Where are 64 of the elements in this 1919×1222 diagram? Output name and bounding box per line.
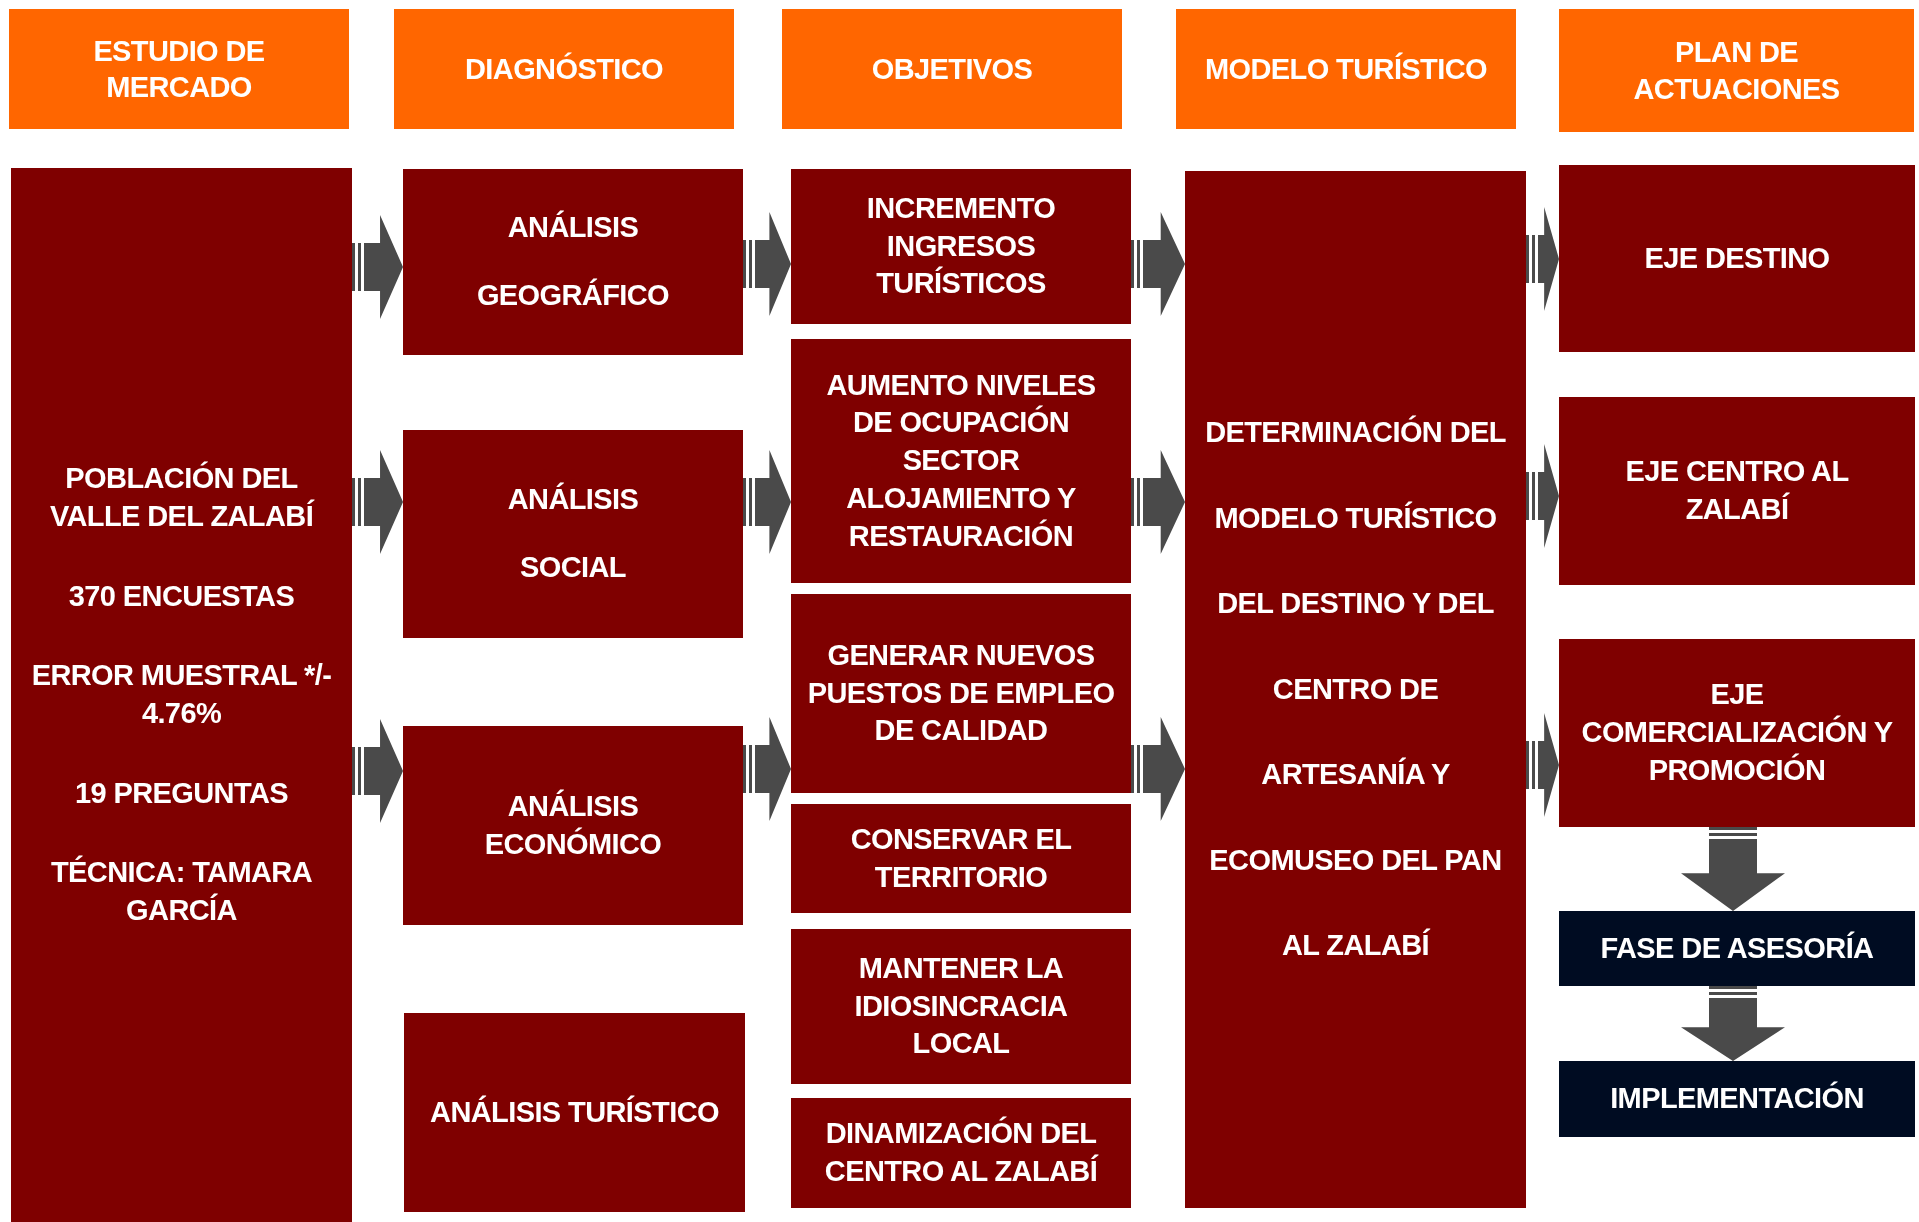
box-text: EJE DESTINO [1644,240,1830,276]
box-text: EJE CENTRO AL ZALABÍ [1624,454,1850,527]
box-text: TÉCNICA: TAMARA GARCÍA [49,854,314,929]
process-box [1559,165,1915,352]
process-box [1185,171,1526,1208]
phase-box [1559,911,1915,986]
block-arrow [352,719,403,823]
header-box [1559,9,1914,132]
block-arrow [352,215,403,319]
info-box [11,168,352,1222]
block-arrow [743,212,791,316]
header-box [1176,9,1516,129]
box-text: DINAMIZACIÓN DEL CENTRO AL ZALABÍ [823,1115,1100,1189]
process-box [403,169,743,355]
block-arrow [743,717,791,821]
box-text: INCREMENTO INGRESOS TURÍSTICOS [865,190,1057,302]
box-text: 19 PREGUNTAS [74,775,288,811]
box-text: ANÁLISIS [507,209,639,246]
box-text: IMPLEMENTACIÓN [1610,1080,1864,1117]
box-text: DETERMINACIÓN DEL MODELO TURÍSTICO DEL DESTINO Y DEL CENTRO DE ARTESANÍA Y ECOMUSEO DEL PAN AL ZALABÍ [1204,414,1507,964]
block-arrow [1681,827,1785,911]
box-text: ERROR MUESTRAL */- 4.76% [30,658,333,731]
block-arrow [1526,444,1559,548]
process-box [403,430,743,638]
box-text: SOCIAL [520,550,626,585]
block-arrow [1681,986,1785,1061]
process-box [1559,639,1915,827]
process-box [1559,397,1915,585]
box-text: POBLACIÓN DEL VALLE DEL ZALABÍ [48,460,316,534]
box-text: 370 ENCUESTAS [68,578,295,614]
header-box [9,9,349,129]
block-arrow [743,450,791,554]
box-text: GEOGRÁFICO [476,277,670,313]
process-box [791,804,1131,913]
box-text: CONSERVAR EL TERRITORIO [849,821,1073,895]
block-arrow [352,450,403,554]
header-box [394,9,734,129]
process-box [791,594,1131,793]
process-box [403,726,743,925]
header-box [782,9,1122,129]
box-text: AUMENTO NIVELES DE OCUPACIÓN SECTOR ALOJAMIENTO Y RESTAURACIÓN [825,367,1097,554]
process-box [791,339,1131,583]
block-arrow [1131,450,1185,554]
phase-box [1559,1061,1915,1137]
box-text: MANTENER LA IDIOSINCRACIA LOCAL [853,950,1069,1062]
box-text: MODELO TURÍSTICO [1205,51,1487,87]
box-text: EJE COMERCIALIZACIÓN Y PROMOCIÓN [1580,677,1894,788]
box-text: DIAGNÓSTICO [465,51,663,87]
block-arrow [1526,713,1559,817]
box-text: ANÁLISIS TURÍSTICO [430,1094,719,1130]
box-text: FASE DE ASESORÍA [1600,930,1874,966]
block-arrow [1526,207,1559,311]
box-text: PLAN DE ACTUACIONES [1632,35,1841,107]
box-text: ANÁLISIS [507,481,639,518]
process-box [791,169,1131,324]
process-box [404,1013,745,1212]
block-arrow [1131,212,1185,316]
process-box [791,1098,1131,1208]
process-box [791,929,1131,1084]
block-arrow [1131,717,1185,821]
box-text: OBJETIVOS [871,51,1033,87]
box-text: ANÁLISIS ECONÓMICO [483,788,663,862]
box-text: GENERAR NUEVOS PUESTOS DE EMPLEO DE CALIDAD [806,637,1116,749]
box-text: ESTUDIO DE MERCADO [92,33,266,105]
